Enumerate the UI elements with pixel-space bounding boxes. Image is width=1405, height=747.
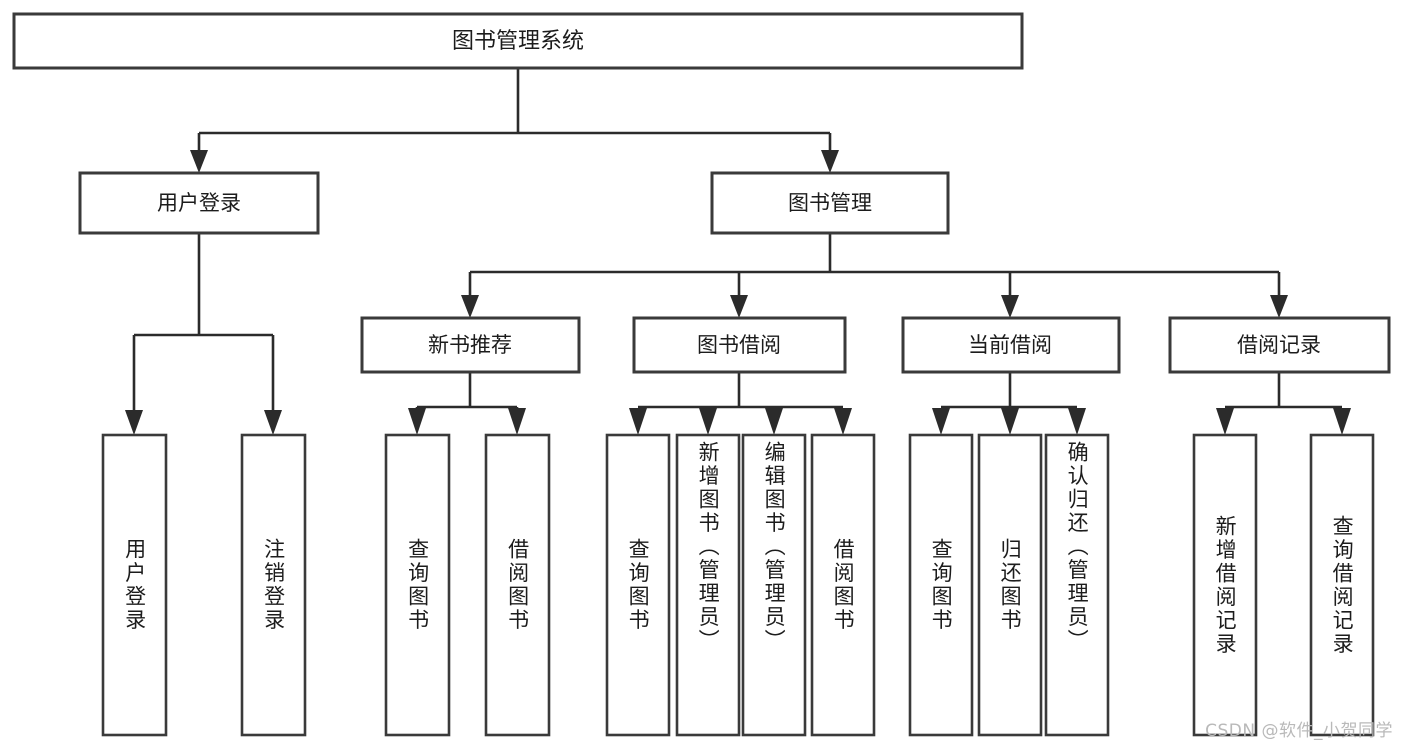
node-current-borrow-box[interactable] (901, 316, 1121, 374)
leaf-query-book-2-box[interactable] (605, 433, 671, 737)
connector-group-borrow-record (1216, 372, 1351, 435)
connector-group-root (190, 68, 839, 173)
arrow-head-book-manage (821, 150, 839, 173)
leaf-edit-book-box[interactable] (741, 433, 807, 737)
connector-group-current-borrow (932, 372, 1086, 435)
arrow-head-borrow-record (1270, 295, 1288, 318)
arrow-head-new-book-recommend (461, 295, 479, 318)
arrow-head-leaf-edit-book (765, 408, 783, 435)
arrow-head-book-borrow (730, 295, 748, 318)
node-user-login-box[interactable] (78, 171, 320, 235)
leaf-confirm-return-box[interactable] (1044, 433, 1110, 737)
node-book-borrow[interactable]: 图书借阅 (632, 316, 847, 374)
node-book-manage-label: 图书管理 (788, 191, 872, 215)
node-book-manage-box[interactable] (710, 171, 950, 235)
arrow-head-leaf-add-record (1216, 408, 1234, 435)
node-current-borrow-label: 当前借阅 (968, 333, 1052, 357)
arrow-head-leaf-query-book-2 (629, 408, 647, 435)
leaf-logout-login-box[interactable] (240, 433, 307, 737)
arrow-head-leaf-user-login (125, 410, 143, 435)
leaf-boxes-group (101, 433, 1375, 737)
csdn-watermark: CSDN @软件_小贺同学 (1205, 721, 1393, 741)
leaf-borrow-book-2-box[interactable] (810, 433, 876, 737)
connector-group-book-manage (461, 233, 1288, 318)
arrow-head-leaf-confirm-return (1068, 408, 1086, 435)
node-user-login[interactable]: 用户登录 (78, 171, 320, 235)
node-root-box[interactable] (12, 12, 1024, 70)
leaf-query-record-box[interactable] (1309, 433, 1375, 737)
leaf-query-book-3-box[interactable] (908, 433, 974, 737)
arrow-head-leaf-logout-login (264, 410, 282, 435)
arrow-head-leaf-return-book (1001, 408, 1019, 435)
node-root-label: 图书管理系统 (452, 29, 584, 54)
connector-group-new-book-recommend (408, 372, 526, 435)
node-new-book-recommend-label: 新书推荐 (428, 333, 512, 357)
connector-group-book-borrow (629, 372, 852, 435)
connector-group-user-login (125, 233, 282, 435)
arrow-head-leaf-borrow-book-2 (834, 408, 852, 435)
node-book-borrow-box[interactable] (632, 316, 847, 374)
leaf-add-book-box[interactable] (675, 433, 741, 737)
leaf-borrow-book-1-box[interactable] (484, 433, 551, 737)
arrow-head-leaf-add-book (699, 408, 717, 435)
arrow-head-current-borrow (1001, 295, 1019, 318)
node-borrow-record-label: 借阅记录 (1237, 333, 1321, 357)
arrow-head-leaf-query-book-1 (408, 408, 426, 435)
arrow-head-leaf-query-record (1333, 408, 1351, 435)
leaf-query-book-1-box[interactable] (384, 433, 451, 737)
node-user-login-label: 用户登录 (157, 191, 241, 215)
node-borrow-record-box[interactable] (1168, 316, 1391, 374)
node-borrow-record[interactable]: 借阅记录 (1168, 316, 1391, 374)
node-book-borrow-label: 图书借阅 (697, 333, 781, 357)
leaf-user-login-box[interactable] (101, 433, 168, 737)
arrow-head-leaf-borrow-book-1 (508, 408, 526, 435)
node-root[interactable]: 图书管理系统 (12, 12, 1024, 70)
node-new-book-recommend[interactable]: 新书推荐 (360, 316, 581, 374)
arrow-head-leaf-query-book-3 (932, 408, 950, 435)
node-book-manage[interactable]: 图书管理 (710, 171, 950, 235)
leaf-return-book-box[interactable] (977, 433, 1043, 737)
node-new-book-recommend-box[interactable] (360, 316, 581, 374)
leaf-add-record-box[interactable] (1192, 433, 1258, 737)
node-current-borrow[interactable]: 当前借阅 (901, 316, 1121, 374)
arrow-head-user-login (190, 150, 208, 173)
